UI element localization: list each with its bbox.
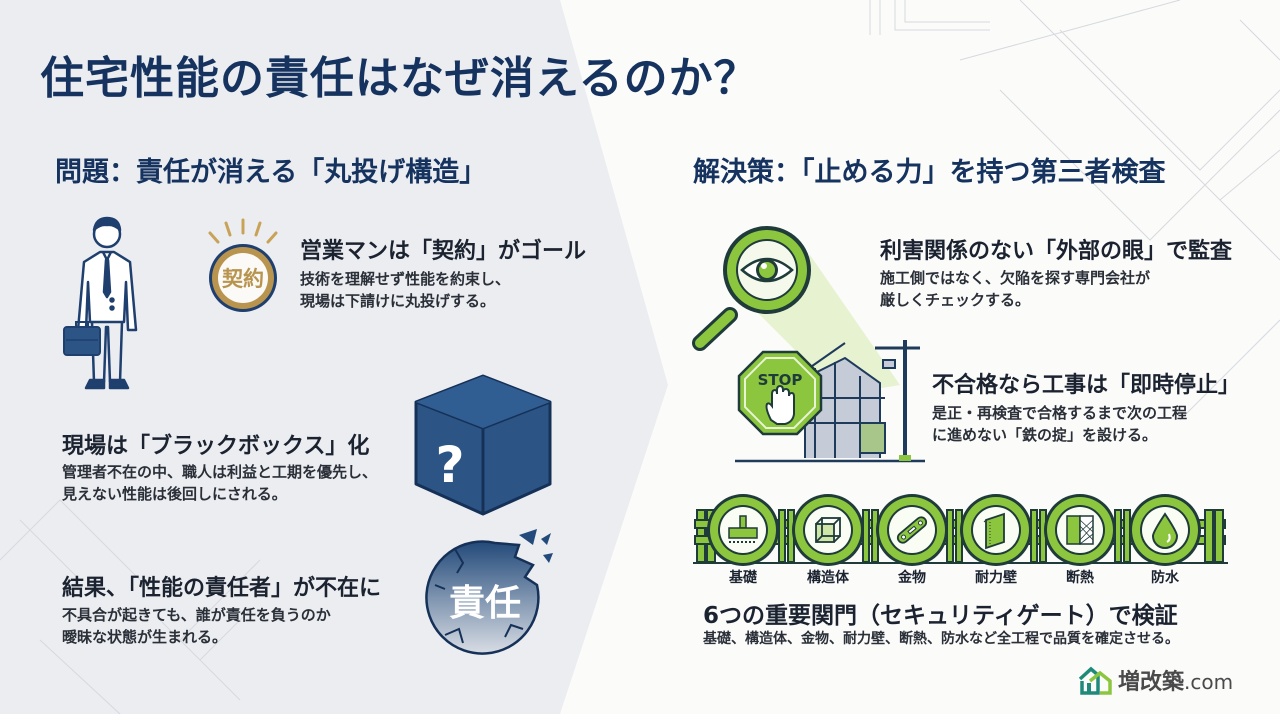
water-drop-icon — [1151, 512, 1179, 549]
gate-label-insulation: 断熱 — [1066, 570, 1094, 586]
metal-plate-icon — [896, 516, 928, 544]
contract-seal-icon: 契約 — [208, 218, 278, 312]
problem-item-2-body: 管理者不在の中、職人は利益と工期を優先し、 見えない性能は後回しにされる。 — [62, 463, 378, 503]
page-title: 住宅性能の責任はなぜ消えるのか？ — [40, 53, 759, 104]
problem-item-3-heading: 結果、「性能の責任者」が不在に — [62, 576, 382, 601]
foundation-icon — [728, 515, 758, 543]
gates-summary-heading: 6つの重要関門（セキュリティゲート）で検証 — [703, 603, 1178, 629]
logo-text: 増改築.com — [1118, 670, 1234, 695]
stop-sign-icon: STOP — [735, 340, 925, 463]
black-box-icon: ? — [414, 374, 552, 516]
gate-label-bearing-wall: 耐力壁 — [975, 570, 1017, 586]
problem-item-1-heading: 営業マンは「契約」がゴール — [300, 239, 587, 264]
problem-item-3-body: 不具合が起きても、誰が責任を負うのか 曖昧な状態が生まれる。 — [62, 606, 331, 646]
svg-text:?: ? — [435, 436, 464, 494]
house-logo-icon — [1078, 666, 1112, 695]
gates-summary-body: 基礎、構造体、金物、耐力壁、断熱、防水など全工程で品質を確定させる。 — [703, 631, 1179, 647]
salesman-icon — [63, 216, 138, 390]
problem-item-2-heading: 現場は「ブラックボックス」化 — [62, 434, 370, 459]
broken-responsibility-icon: 責任 — [425, 529, 553, 655]
solution-heading: 解決策：「止める力」を持つ第三者検査 — [693, 157, 1166, 188]
magnifier-eye-icon — [692, 226, 900, 395]
gate-label-foundation: 基礎 — [729, 570, 757, 586]
frame-structure-icon — [815, 517, 841, 543]
solution-item-1-heading: 利害関係のない「外部の眼」で監査 — [880, 239, 1233, 264]
bearing-wall-icon — [983, 512, 1005, 550]
problem-item-1-body: 技術を理解せず性能を約束し、 現場は下請けに丸投げする。 — [300, 270, 511, 310]
svg-text:責任: 責任 — [449, 583, 521, 624]
gate-label-waterproofing: 防水 — [1151, 570, 1179, 586]
security-gates-row — [693, 494, 1228, 566]
solution-item-1-body: 施工側ではなく、欠陥を探す専門会社が 厳しくチェックする。 — [880, 269, 1151, 309]
gate-label-hardware: 金物 — [898, 570, 926, 586]
svg-text:STOP: STOP — [758, 371, 803, 389]
problem-heading: 問題：責任が消える「丸投げ構造」 — [55, 157, 487, 188]
insulation-icon — [1066, 515, 1094, 545]
brand-logo[interactable]: 増改築.com — [1078, 664, 1233, 696]
solution-item-2-heading: 不合格なら工事は「即時停止」 — [932, 373, 1241, 398]
solution-item-2-body: 是正・再検査で合格するまで次の工程 に進めない「鉄の掟」を設ける。 — [932, 404, 1188, 444]
svg-text:契約: 契約 — [221, 267, 264, 291]
gate-label-structure: 構造体 — [807, 570, 849, 586]
